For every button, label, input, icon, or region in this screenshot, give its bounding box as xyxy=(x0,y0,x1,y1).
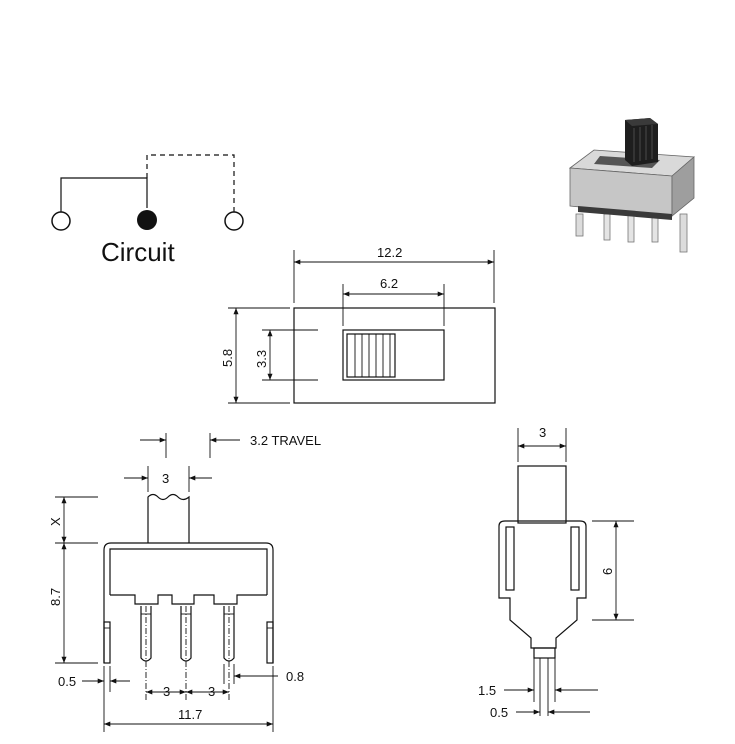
top-view: 12.2 6.2 5.8 3.3 xyxy=(220,245,496,404)
dim-actuator-width: 3 xyxy=(162,471,169,486)
dim-body-height: 8.7 xyxy=(48,588,63,606)
dim-side-pin-thickness: 0.5 xyxy=(490,705,508,720)
side-view: 3 6 1.5 0.5 xyxy=(478,425,634,720)
circuit-terminal-common xyxy=(137,210,157,230)
circuit-terminal-left xyxy=(51,211,71,231)
dim-slot-height: 3.3 xyxy=(254,350,269,368)
dim-top-height: 5.8 xyxy=(220,349,235,367)
circuit-label: Circuit xyxy=(101,237,175,267)
circuit-symbol: Circuit xyxy=(51,154,244,267)
dim-slot-width: 6.2 xyxy=(380,276,398,291)
dim-pin-pitch-left: 3 xyxy=(163,684,170,699)
front-view: 3.2 TRAVEL 3 X 8.7 0.5 3 3 0.8 xyxy=(48,433,321,732)
dim-overall-width: 11.7 xyxy=(178,707,202,722)
dim-pin-thickness: 0.5 xyxy=(58,674,76,689)
dim-side-pin-width: 1.5 xyxy=(478,683,496,698)
dim-pin-width: 0.8 xyxy=(286,669,304,684)
dim-side-height: 6 xyxy=(600,568,615,575)
circuit-terminal-right xyxy=(224,211,244,231)
dim-pin-pitch-right: 3 xyxy=(208,684,215,699)
dim-travel: 3.2 TRAVEL xyxy=(250,433,321,448)
dim-top-width: 12.2 xyxy=(377,245,402,260)
dim-side-actuator-width: 3 xyxy=(539,425,546,440)
switch-product-image xyxy=(568,118,695,253)
dim-actuator-height: X xyxy=(48,517,63,526)
